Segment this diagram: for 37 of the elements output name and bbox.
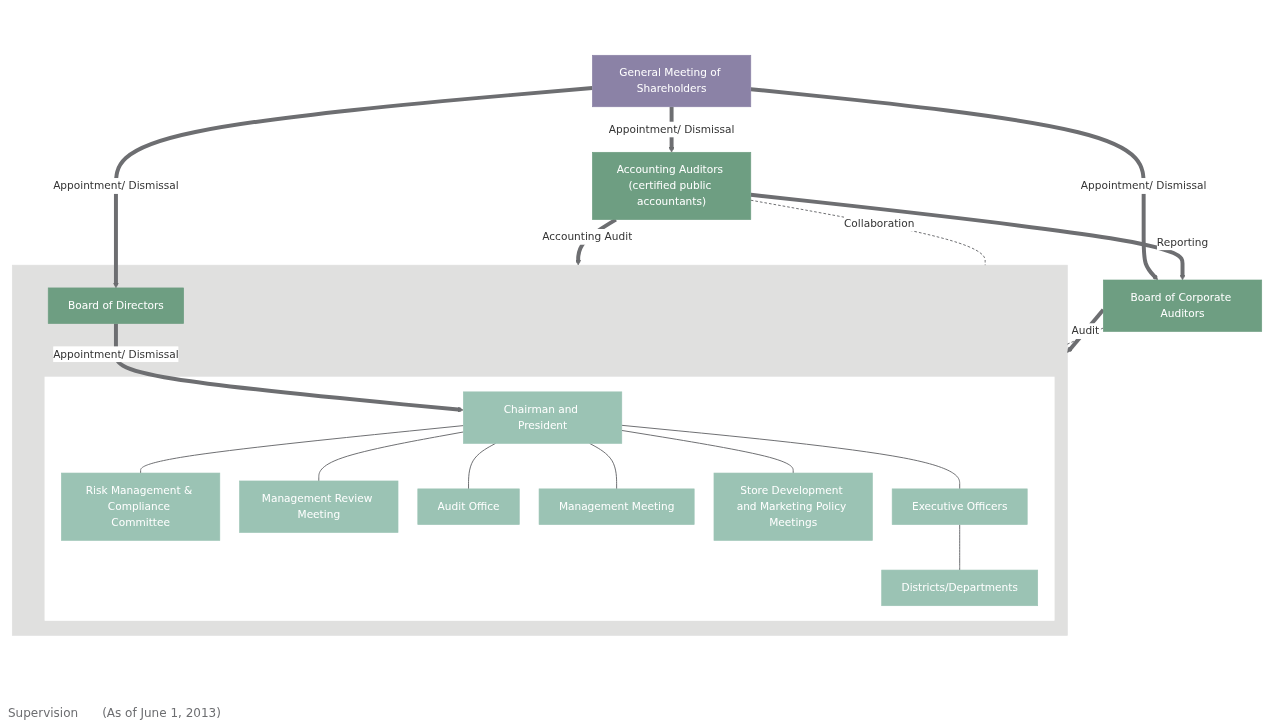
edge-label: Reporting	[1156, 235, 1209, 248]
arrow	[113, 323, 464, 413]
node-box: General Meeting of Shareholders	[592, 54, 752, 107]
edge-label: Appointment/ Dismissal	[608, 122, 735, 136]
node-box: Executive Officers	[891, 488, 1028, 525]
node-box: Board of Corporate Auditors	[1103, 279, 1263, 332]
node-box: Chairman and President	[463, 391, 623, 444]
node-box: Audit Office	[417, 488, 520, 525]
edge-label: Accounting Audit	[542, 229, 633, 243]
node-box: Board of Directors	[47, 287, 184, 324]
node-box: Store Development and Marketing Policy Meetings	[713, 472, 873, 541]
connector	[1066, 327, 1104, 345]
arrow	[1067, 308, 1105, 353]
edge-label: Audit	[1071, 324, 1100, 337]
cluster	[11, 264, 1068, 636]
connector	[621, 429, 794, 474]
connector	[318, 431, 464, 482]
note-text: (As of June 1, 2013)	[102, 706, 221, 720]
arrow	[113, 85, 593, 288]
edge-label: Collaboration	[843, 216, 915, 229]
connector	[140, 424, 464, 474]
node-box: Management Meeting	[538, 488, 695, 525]
connector	[589, 442, 618, 490]
node-box: Accounting Auditors (certified public accountants)	[592, 151, 752, 220]
edge-label: Appointment/ Dismissal	[53, 347, 179, 360]
connector	[750, 199, 986, 266]
edge-label: Appointment/ Dismissal	[1080, 179, 1207, 192]
connector	[959, 523, 961, 571]
node-box: Management Review Meeting	[239, 480, 399, 533]
edge-label: Appointment/ Dismissal	[53, 179, 179, 192]
note-text: Supervision	[8, 706, 79, 720]
connector	[621, 424, 961, 490]
cluster	[44, 376, 1055, 621]
node-box: Districts/Departments	[881, 569, 1038, 606]
arrow	[750, 86, 1159, 280]
arrow	[750, 192, 1186, 280]
node-box: Risk Management & Compliance Committee	[61, 472, 221, 541]
